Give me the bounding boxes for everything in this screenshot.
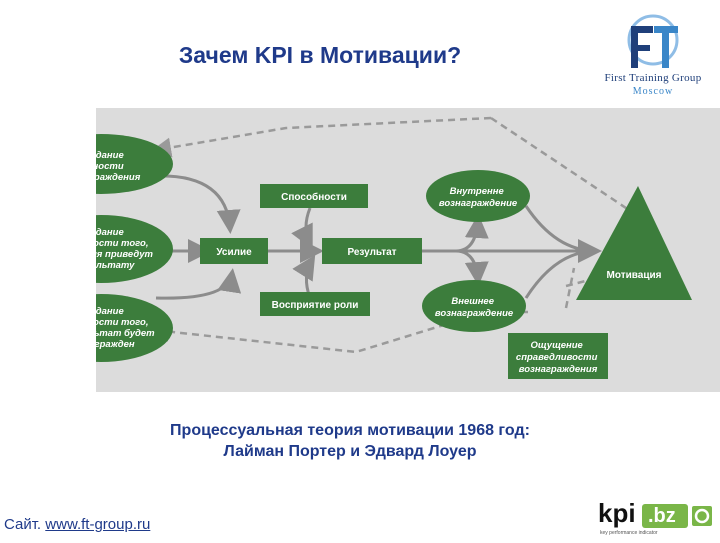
node-exp-value: Ожидание ценности вознаграждения bbox=[96, 134, 173, 194]
svg-text:Внутренне вознагражден: Внутренне вознаграждение bbox=[439, 186, 518, 209]
feedback-dashed-lines bbox=[149, 116, 657, 354]
exp-effort-line2: вероятности того, bbox=[96, 238, 148, 249]
svg-text:Внешнее вознаграждение: Внешнее вознаграждение bbox=[435, 296, 514, 319]
porter-lawler-diagram: Ожидание ценности вознаграждения Ожидани… bbox=[96, 108, 720, 392]
kpi-logo-mark: kpi .bz key performance indicator bbox=[598, 498, 712, 536]
svg-text:Мотивация: Мотивация bbox=[607, 270, 662, 281]
node-exp-effort: Ожидание вероятности того, что усилия пр… bbox=[96, 215, 173, 283]
node-motivation: Мотивация bbox=[576, 186, 692, 300]
svg-text:.bz: .bz bbox=[648, 505, 676, 527]
first-training-group-logo: First Training Group Moscow bbox=[598, 6, 708, 102]
svg-text:kpi: kpi bbox=[598, 498, 636, 528]
svg-text:Ощущение справедливост: Ощущение справедливости вознаграждения bbox=[516, 340, 600, 375]
node-fairness: Ощущение справедливости вознаграждения bbox=[508, 333, 608, 379]
ft-logo-mark bbox=[627, 14, 679, 68]
svg-text:Ожидание вероятности т: Ожидание вероятности того, что усилия пр… bbox=[96, 227, 156, 271]
exp-reward-line2: вероятности того, bbox=[96, 317, 148, 328]
diagram-caption: Процессуальная теория мотивации 1968 год… bbox=[60, 420, 640, 462]
logo-brand-text: First Training Group bbox=[604, 72, 702, 84]
node-extrinsic: Внешнее вознаграждение bbox=[422, 280, 526, 332]
exp-effort-line4: к результату bbox=[96, 260, 135, 271]
exp-value-line1: Ожидание bbox=[96, 150, 124, 161]
kpi-tagline: key performance indicator bbox=[600, 530, 658, 536]
site-footer: Сайт. www.ft-group.ru bbox=[4, 516, 150, 533]
exp-reward-line4: вознагражден bbox=[96, 339, 135, 350]
logo-city-text: Moscow bbox=[632, 86, 674, 97]
node-effort: Усилие bbox=[200, 238, 268, 264]
caption-line-2: Лайман Портер и Эдвард Лоуер bbox=[223, 443, 477, 460]
intrinsic-line1: Внутренне bbox=[450, 186, 505, 197]
site-label: Сайт. bbox=[4, 516, 42, 533]
fairness-line3: вознаграждения bbox=[519, 364, 598, 375]
svg-text:Ожидание ценности: Ожидание ценности вознаграждения bbox=[96, 150, 141, 183]
exp-value-line2: ценности bbox=[96, 161, 124, 172]
exp-effort-line1: Ожидание bbox=[96, 227, 124, 238]
svg-text:Восприятие роли: Восприятие роли bbox=[272, 300, 359, 311]
svg-text:Способности: Способности bbox=[281, 191, 347, 203]
extrinsic-line2: вознаграждение bbox=[435, 308, 514, 319]
site-link[interactable]: www.ft-group.ru bbox=[45, 516, 151, 533]
node-exp-reward: Ожидание вероятности того, что результат… bbox=[96, 294, 173, 362]
svg-text:Усилие: Усилие bbox=[216, 247, 252, 258]
flow-arrows bbox=[155, 174, 602, 300]
node-result: Результат bbox=[322, 238, 422, 264]
extrinsic-line1: Внешнее bbox=[451, 296, 494, 307]
exp-reward-line3: что результат будет bbox=[96, 328, 155, 339]
intrinsic-line2: вознаграждение bbox=[439, 198, 518, 209]
fairness-line2: справедливости bbox=[516, 352, 598, 363]
exp-reward-line1: Ожидание bbox=[96, 306, 124, 317]
node-intrinsic: Внутренне вознаграждение bbox=[426, 170, 530, 222]
slide-title: Зачем KPI в Мотивации? bbox=[178, 42, 462, 68]
node-role: Восприятие роли bbox=[260, 292, 370, 316]
node-abilities: Способности bbox=[260, 184, 368, 208]
svg-text:Результат: Результат bbox=[347, 247, 396, 258]
exp-value-line3: вознаграждения bbox=[96, 172, 141, 183]
svg-text:Ожидание вероятности т: Ожидание вероятности того, что результат… bbox=[96, 306, 157, 350]
exp-effort-line3: что усилия приведут bbox=[96, 249, 153, 260]
caption-line-1: Процессуальная теория мотивации 1968 год… bbox=[170, 422, 530, 439]
fairness-line1: Ощущение bbox=[531, 340, 584, 351]
kpi-bz-logo: kpi .bz key performance indicator bbox=[596, 494, 716, 538]
